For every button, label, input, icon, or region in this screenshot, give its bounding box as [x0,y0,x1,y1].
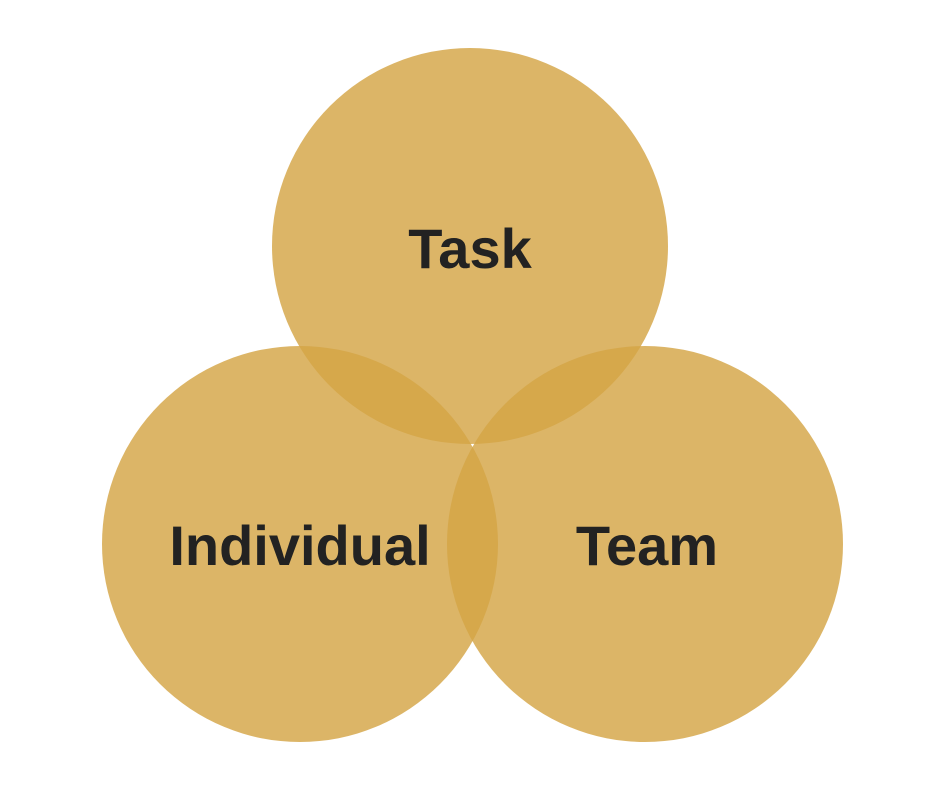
team-circle [447,346,843,742]
task-circle [272,48,668,444]
team-label: Team [576,514,718,577]
venn-labels: Task Individual Team [169,217,718,577]
venn-circles [102,48,843,742]
task-label: Task [408,217,532,280]
individual-circle [102,346,498,742]
individual-label: Individual [169,514,430,577]
